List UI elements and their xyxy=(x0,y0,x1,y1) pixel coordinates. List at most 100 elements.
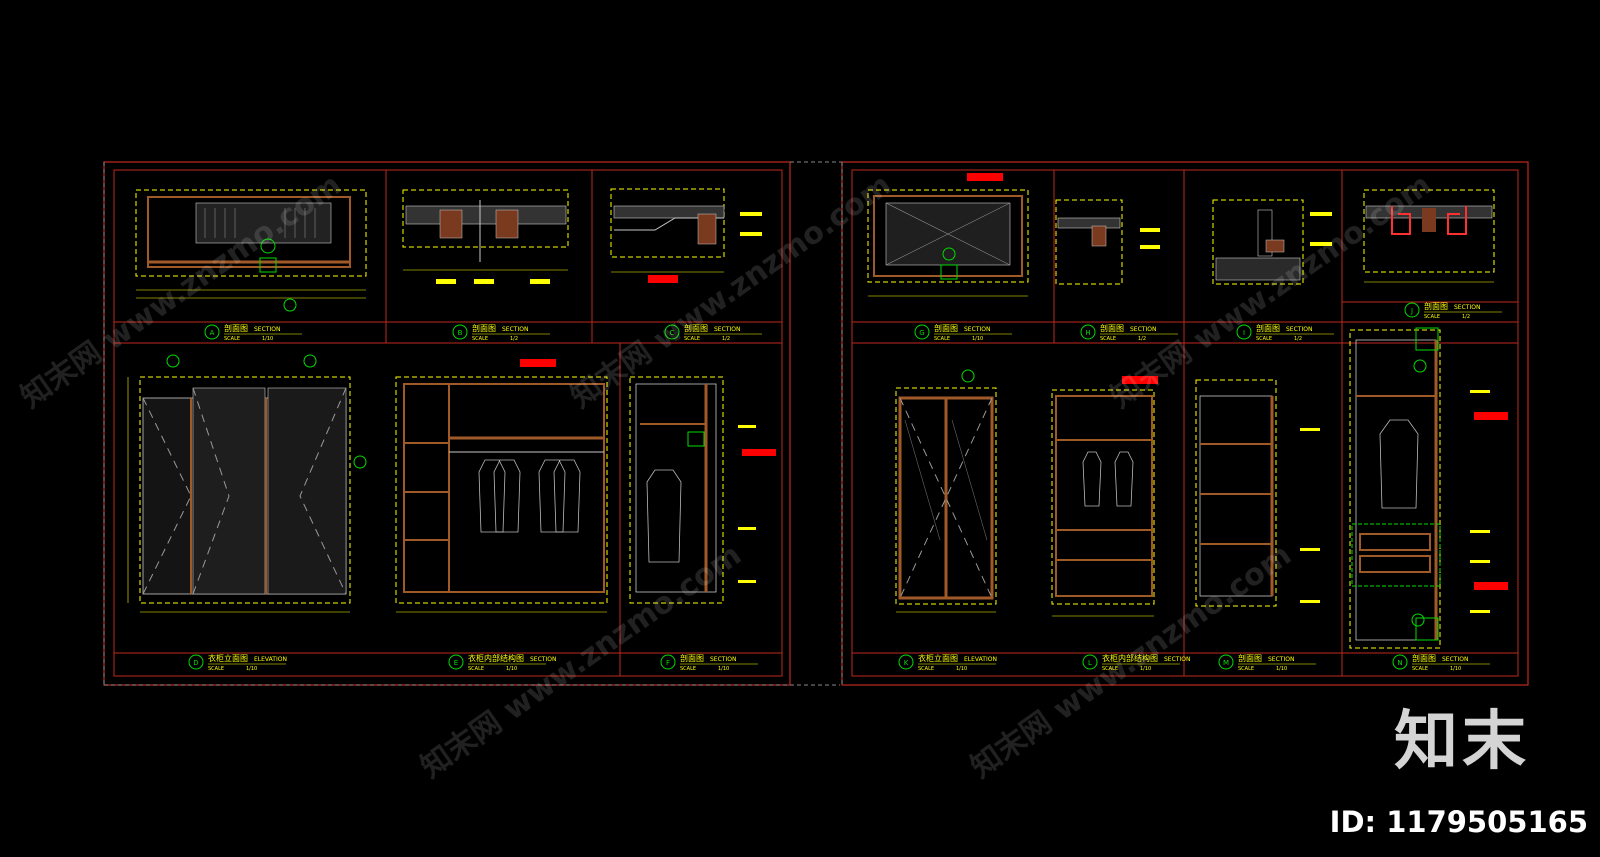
view-scale-label: SCALE xyxy=(918,666,934,672)
view-name-en: SECTION xyxy=(502,326,528,333)
view-scale-label: SCALE xyxy=(1238,666,1254,672)
view-title-f: F 剖面图 SECTION SCALE 1/10 xyxy=(660,653,758,672)
view-name-en: SECTION xyxy=(1130,326,1156,333)
view-title-d: D 衣柜立面图 ELEVATION SCALE 1/10 xyxy=(188,653,287,672)
view-f-section xyxy=(629,376,776,604)
view-name: 剖面图 xyxy=(1256,323,1280,333)
view-scale-label: SCALE xyxy=(1412,666,1428,672)
view-name-en: SECTION xyxy=(530,656,556,663)
view-name: 剖面图 xyxy=(1412,653,1436,663)
view-name: 衣柜立面图 xyxy=(918,653,958,663)
view-id: K xyxy=(904,659,909,667)
view-name: 剖面图 xyxy=(1238,653,1262,663)
view-name-en: SECTION xyxy=(1164,656,1190,663)
view-title-b: B 剖面图 SECTION SCALE 1/2 xyxy=(452,323,550,342)
view-name: 剖面图 xyxy=(472,323,496,333)
view-j-section xyxy=(1363,189,1495,283)
view-id: C xyxy=(670,329,675,337)
view-scale-ratio: 1/2 xyxy=(1294,336,1302,342)
view-id: L xyxy=(1088,659,1092,667)
view-scale-ratio: 1/2 xyxy=(510,336,518,342)
view-name: 衣柜内部结构图 xyxy=(468,653,524,663)
view-name-en: SECTION xyxy=(1442,656,1468,663)
view-scale-ratio: 1/10 xyxy=(718,666,729,672)
view-name: 衣柜立面图 xyxy=(208,653,248,663)
view-title-c: C 剖面图 SECTION SCALE 1/2 xyxy=(664,323,762,342)
view-name-en: ELEVATION xyxy=(964,656,997,663)
view-title-k: K 衣柜立面图 ELEVATION SCALE 1/10 xyxy=(898,653,997,672)
view-id: N xyxy=(1397,659,1402,667)
view-scale-ratio: 1/2 xyxy=(1138,336,1146,342)
view-scale-ratio: 1/2 xyxy=(1462,314,1470,320)
view-title-l: L 衣柜内部结构图 SECTION SCALE 1/10 xyxy=(1082,653,1190,672)
watermark-id: ID: 1179505165 xyxy=(1329,805,1588,839)
view-scale-label: SCALE xyxy=(934,336,950,342)
view-scale-ratio: 1/10 xyxy=(956,666,967,672)
view-a-plan xyxy=(135,189,367,312)
view-scale-ratio: 1/10 xyxy=(262,336,273,342)
view-c-section xyxy=(610,188,762,283)
view-name: 剖面图 xyxy=(934,323,958,333)
view-l-interior xyxy=(1051,376,1158,617)
view-id: E xyxy=(454,659,458,667)
view-name-en: SECTION xyxy=(1286,326,1312,333)
view-id: M xyxy=(1223,659,1229,667)
view-name-en: SECTION xyxy=(714,326,740,333)
view-e-interior xyxy=(395,359,608,613)
view-name-en: SECTION xyxy=(964,326,990,333)
view-name-en: SECTION xyxy=(1268,656,1294,663)
view-id: H xyxy=(1085,329,1090,337)
view-b-section xyxy=(402,189,569,284)
view-title-m: M 剖面图 SECTION SCALE 1/10 xyxy=(1218,653,1316,672)
sheet-1 xyxy=(103,161,848,686)
view-name-en: SECTION xyxy=(710,656,736,663)
watermark-logo: 知末 xyxy=(1394,705,1530,779)
view-name-en: SECTION xyxy=(1454,304,1480,311)
view-title-h: H 剖面图 SECTION SCALE 1/2 xyxy=(1080,323,1178,342)
view-name: 剖面图 xyxy=(680,653,704,663)
view-id: J xyxy=(1410,307,1413,315)
view-scale-label: SCALE xyxy=(680,666,696,672)
view-name: 剖面图 xyxy=(1424,301,1448,311)
view-title-e: E 衣柜内部结构图 SECTION SCALE 1/10 xyxy=(448,653,556,672)
view-name: 剖面图 xyxy=(224,323,248,333)
view-scale-label: SCALE xyxy=(1100,336,1116,342)
view-m-section xyxy=(1195,379,1320,607)
view-scale-ratio: 1/10 xyxy=(246,666,257,672)
view-id: F xyxy=(666,659,670,667)
view-scale-ratio: 1/10 xyxy=(972,336,983,342)
view-id: D xyxy=(193,659,198,667)
view-scale-label: SCALE xyxy=(472,336,488,342)
view-title-n: N 剖面图 SECTION SCALE 1/10 xyxy=(1392,653,1490,672)
view-k-elevation xyxy=(895,369,997,613)
view-scale-label: SCALE xyxy=(684,336,700,342)
view-scale-ratio: 1/10 xyxy=(506,666,517,672)
view-h-section xyxy=(1055,199,1160,285)
view-name: 衣柜内部结构图 xyxy=(1102,653,1158,663)
view-scale-ratio: 1/2 xyxy=(722,336,730,342)
view-scale-label: SCALE xyxy=(1256,336,1272,342)
view-name: 剖面图 xyxy=(1100,323,1124,333)
view-name: 剖面图 xyxy=(684,323,708,333)
view-scale-ratio: 1/10 xyxy=(1450,666,1461,672)
view-i-section xyxy=(1212,199,1332,285)
view-name-en: ELEVATION xyxy=(254,656,287,663)
view-scale-label: SCALE xyxy=(1102,666,1118,672)
view-scale-ratio: 1/10 xyxy=(1140,666,1151,672)
view-g-plan xyxy=(867,173,1029,297)
view-scale-ratio: 1/10 xyxy=(1276,666,1287,672)
view-scale-label: SCALE xyxy=(468,666,484,672)
view-scale-label: SCALE xyxy=(208,666,224,672)
view-scale-label: SCALE xyxy=(224,336,240,342)
view-d-elevation xyxy=(127,354,367,613)
view-id: A xyxy=(210,329,215,337)
view-title-i: I 剖面图 SECTION SCALE 1/2 xyxy=(1236,323,1334,342)
view-id: I xyxy=(1243,329,1245,337)
view-id: B xyxy=(458,329,463,337)
view-n-section xyxy=(1349,327,1508,649)
